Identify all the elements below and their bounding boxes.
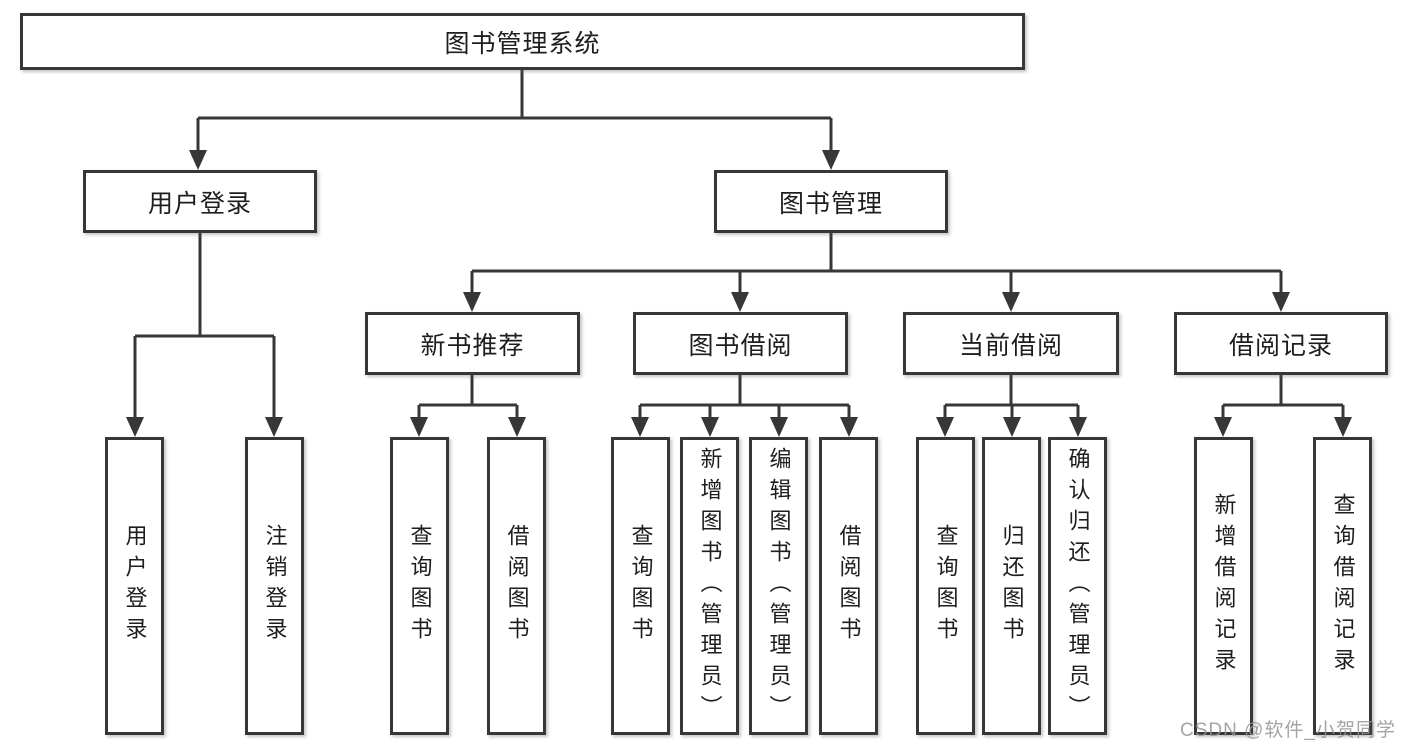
node-borrowing-records-label: 借阅记录 [1228,331,1333,360]
node-book-borrowing-label: 图书借阅 [688,331,793,360]
leaf-query-books-current-label: 查询图书 [933,524,959,648]
leaf-logout: 注销登录 [245,437,304,735]
leaf-confirm-return-admin: 确认归还（管理员） [1048,437,1107,735]
leaf-query-borrow-record: 查询借阅记录 [1313,437,1372,735]
leaf-query-borrow-record-label: 查询借阅记录 [1330,493,1356,679]
node-book-management-label: 图书管理 [778,189,883,218]
node-user-login-label: 用户登录 [147,189,252,218]
leaf-add-book-admin-label: 新增图书（管理员） [697,446,723,726]
leaf-query-books-borrowing: 查询图书 [611,437,670,735]
leaf-add-borrow-record-label: 新增借阅记录 [1211,493,1237,679]
leaf-query-books-recommend: 查询图书 [390,437,449,735]
leaf-add-book-admin: 新增图书（管理员） [680,437,739,735]
node-new-book-recommendation: 新书推荐 [365,312,580,375]
node-library-system-label: 图书管理系统 [444,29,601,58]
node-borrowing-records: 借阅记录 [1174,312,1388,375]
node-current-borrowing-label: 当前借阅 [958,331,1063,360]
leaf-return-books-label: 归还图书 [999,524,1025,648]
leaf-logout-label: 注销登录 [262,524,288,648]
leaf-add-borrow-record: 新增借阅记录 [1194,437,1253,735]
node-new-book-recommendation-label: 新书推荐 [420,331,525,360]
leaf-query-books-recommend-label: 查询图书 [407,524,433,648]
leaf-confirm-return-admin-label: 确认归还（管理员） [1065,446,1091,726]
leaf-query-books-current: 查询图书 [916,437,975,735]
csdn-watermark: CSDN @软件_小贺同学 [1180,720,1396,741]
connector-lines [133,70,1345,423]
leaf-borrow-books-recommend-label: 借阅图书 [504,524,530,648]
leaf-return-books: 归还图书 [982,437,1041,735]
leaf-borrow-books-recommend: 借阅图书 [487,437,546,735]
leaf-query-books-borrowing-label: 查询图书 [628,524,654,648]
leaf-edit-book-admin: 编辑图书（管理员） [749,437,808,735]
leaf-borrow-books-borrowing: 借阅图书 [819,437,878,735]
node-user-login: 用户登录 [83,170,317,233]
leaf-user-login-label: 用户登录 [122,524,148,648]
leaf-user-login: 用户登录 [105,437,164,735]
arrow-down-icons [126,150,1352,437]
leaf-borrow-books-borrowing-label: 借阅图书 [836,524,862,648]
node-book-management: 图书管理 [714,170,948,233]
leaf-edit-book-admin-label: 编辑图书（管理员） [766,446,792,726]
node-library-system: 图书管理系统 [20,13,1025,70]
node-current-borrowing: 当前借阅 [903,312,1119,375]
node-book-borrowing: 图书借阅 [633,312,848,375]
